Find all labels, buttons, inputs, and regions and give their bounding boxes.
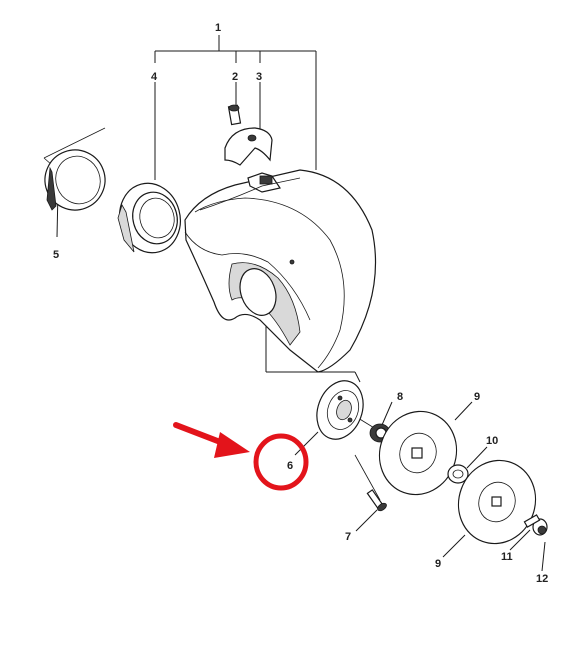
label-part-9-upper: 9 [474, 391, 480, 403]
label-part-12: 12 [536, 573, 548, 585]
part-7-screw [366, 489, 387, 512]
part-6-flange [316, 380, 364, 440]
label-part-7: 7 [345, 531, 351, 543]
part-9-disc-lower [457, 459, 537, 545]
part-4-collar [117, 182, 181, 254]
callout-1-bracket [154, 35, 317, 170]
label-part-6: 6 [287, 460, 293, 472]
label-part-5: 5 [53, 249, 59, 261]
label-part-3: 3 [256, 71, 262, 83]
part-9-disc-upper [378, 410, 458, 496]
label-part-10: 10 [486, 435, 498, 447]
highlight-annotation [173, 422, 309, 491]
highlight-arrow-head [214, 432, 250, 458]
label-part-2: 2 [232, 71, 238, 83]
part-5-ring [44, 149, 106, 211]
highlight-circle [253, 433, 309, 491]
label-part-4: 4 [151, 71, 158, 83]
label-part-1: 1 [215, 22, 221, 34]
part-2-bolt [227, 104, 242, 126]
label-part-9-lower: 9 [435, 558, 441, 570]
part-10-bushing [447, 464, 469, 484]
label-part-11: 11 [501, 551, 513, 563]
part-11-12-bolt [523, 514, 548, 536]
guard-housing [184, 169, 377, 373]
part-3-clamp [224, 127, 273, 166]
label-part-8: 8 [397, 391, 403, 403]
